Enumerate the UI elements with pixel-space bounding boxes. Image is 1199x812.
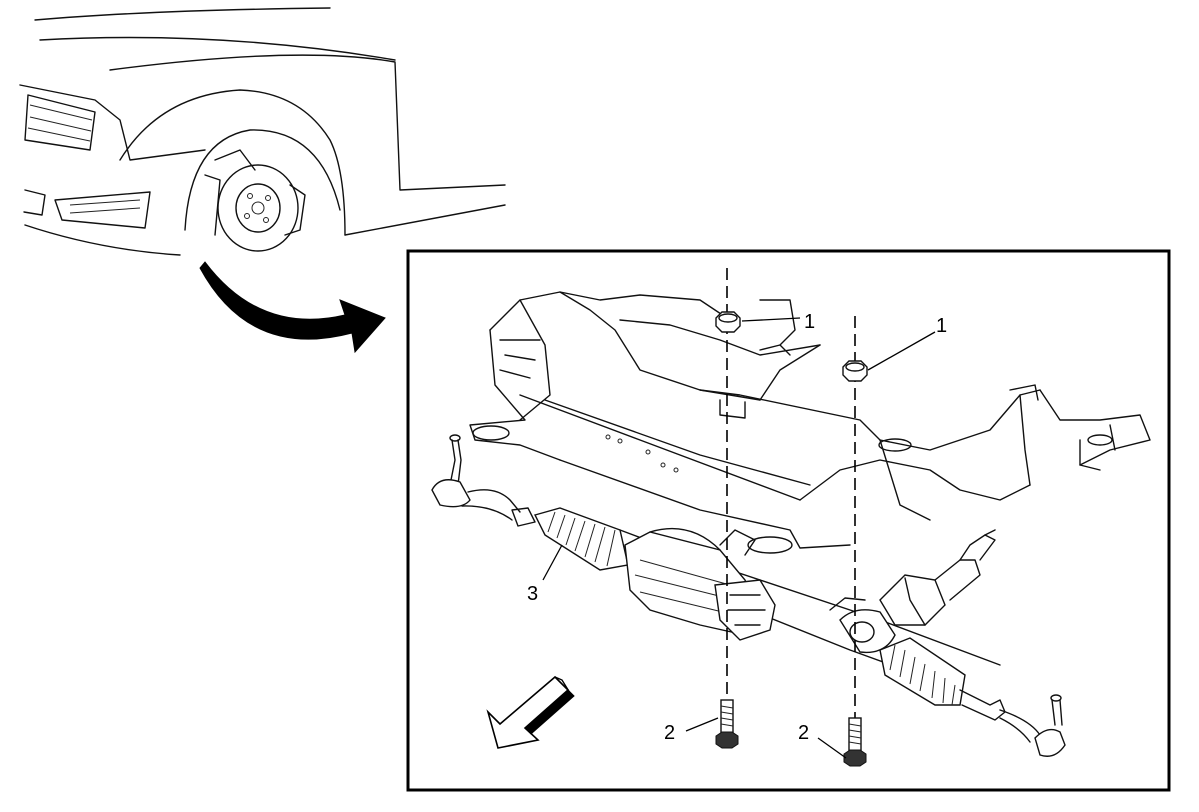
leader-line-gear: [542, 544, 563, 581]
curved-arrow-icon: [199, 261, 386, 354]
callout-bolt-lower-left: 2: [664, 722, 675, 744]
front-subframe: [469, 291, 1151, 554]
leader-line-bolt-right: [817, 737, 847, 759]
bolt-lower-left: [715, 699, 739, 749]
callout-steering-gear: 3: [527, 583, 538, 605]
nut-upper-left: [715, 311, 741, 333]
steering-gear-assembly: [431, 434, 1066, 757]
bolt-lower-right: [843, 717, 867, 767]
front-direction-arrow-icon: [486, 675, 575, 749]
callout-bolt-lower-right: 2: [798, 722, 809, 744]
callout-nut-upper-right: 1: [936, 315, 947, 337]
callout-nut-upper-left: 1: [804, 311, 815, 333]
leader-line-nut-right: [867, 331, 936, 371]
vehicle-front-corner-icon: [19, 7, 506, 256]
detail-frame: [406, 249, 1171, 792]
leader-line-bolt-left: [685, 717, 719, 732]
nut-upper-right: [842, 360, 868, 382]
leader-line-nut-left: [741, 317, 801, 322]
